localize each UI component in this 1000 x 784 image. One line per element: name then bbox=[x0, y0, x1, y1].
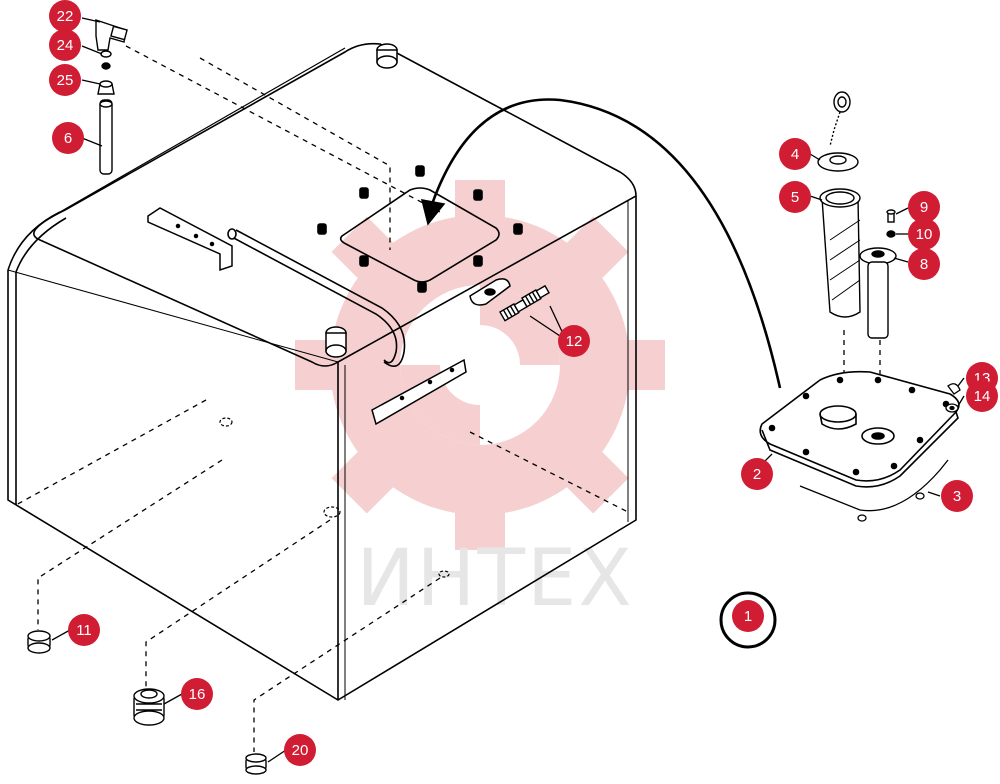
callout-badge bbox=[732, 600, 764, 632]
callout-9: 9 bbox=[908, 191, 940, 223]
bolts-13-14 bbox=[945, 383, 961, 413]
plug-11 bbox=[27, 630, 51, 654]
callout-badge bbox=[49, 0, 81, 32]
callout-label: 1 bbox=[744, 608, 752, 625]
callout-badge bbox=[908, 248, 940, 280]
plugs bbox=[27, 630, 267, 775]
callout-22: 22 bbox=[49, 0, 81, 32]
callout-14: 14 bbox=[966, 380, 998, 412]
suction-pipe bbox=[227, 228, 406, 368]
callout-11: 11 bbox=[68, 614, 100, 646]
callout-8: 8 bbox=[908, 248, 940, 280]
fittings-12 bbox=[499, 284, 550, 322]
side-flange bbox=[469, 278, 511, 306]
watermark-gear-icon bbox=[295, 180, 665, 550]
callout-badge bbox=[558, 325, 590, 357]
plug-20 bbox=[245, 753, 267, 775]
callout-badge bbox=[68, 614, 100, 646]
callout-badge bbox=[284, 734, 316, 766]
callout-badge bbox=[779, 138, 811, 170]
insert-arrow bbox=[420, 98, 782, 389]
callout-label: 22 bbox=[57, 8, 74, 25]
callout-20: 20 bbox=[284, 734, 316, 766]
watermark: ИНТЕХ bbox=[295, 180, 665, 624]
callout-badge bbox=[52, 122, 84, 154]
callout-24: 24 bbox=[49, 29, 81, 61]
callout-label: 14 bbox=[974, 388, 991, 405]
callout-12: 12 bbox=[558, 325, 590, 357]
callout-5: 5 bbox=[779, 181, 811, 213]
callout-badge bbox=[49, 64, 81, 96]
callout-label: 3 bbox=[953, 488, 961, 505]
callout-badge bbox=[908, 191, 940, 223]
filler-assembly bbox=[817, 91, 897, 339]
callout-label: 8 bbox=[920, 256, 928, 273]
callout-2: 2 bbox=[741, 458, 773, 490]
callout-badge bbox=[941, 480, 973, 512]
callout-ring-1 bbox=[719, 591, 777, 649]
leader-lines bbox=[51, 17, 965, 763]
watermark-text: ИНТЕХ bbox=[356, 534, 633, 624]
callout-25: 25 bbox=[49, 64, 81, 96]
callout-label: 6 bbox=[64, 130, 72, 147]
callout-label: 4 bbox=[791, 146, 799, 163]
callout-badge bbox=[908, 218, 940, 250]
tank-body bbox=[7, 42, 637, 701]
breather-boss bbox=[325, 43, 398, 358]
callout-badge bbox=[741, 458, 773, 490]
drain-holes bbox=[219, 417, 450, 578]
lifting-bracket bbox=[147, 207, 233, 272]
gasket-3 bbox=[799, 459, 949, 522]
callout-label: 10 bbox=[916, 226, 933, 243]
tube-6 bbox=[99, 99, 113, 175]
callout-label: 9 bbox=[920, 199, 928, 216]
callout-label: 2 bbox=[753, 466, 761, 483]
callout-label: 16 bbox=[189, 686, 206, 703]
callout-4: 4 bbox=[779, 138, 811, 170]
callout-badge bbox=[49, 29, 81, 61]
top-mounting-opening bbox=[317, 165, 523, 293]
plug-16 bbox=[133, 688, 165, 726]
parts-left-column bbox=[95, 19, 128, 175]
callout-badge bbox=[779, 181, 811, 213]
callout-3: 3 bbox=[941, 480, 973, 512]
callout-badge bbox=[181, 678, 213, 710]
side-mounting-strip bbox=[371, 358, 467, 426]
callout-label: 5 bbox=[791, 189, 799, 206]
callout-badge bbox=[966, 380, 998, 412]
callout-6: 6 bbox=[52, 122, 84, 154]
callout-16: 16 bbox=[181, 678, 213, 710]
callout-label: 20 bbox=[292, 742, 309, 759]
callout-10: 10 bbox=[908, 218, 940, 250]
callout-label: 25 bbox=[57, 72, 74, 89]
callout-label: 24 bbox=[57, 37, 74, 54]
callout-1: 1 bbox=[732, 600, 764, 632]
callout-label: 11 bbox=[76, 622, 92, 639]
cover-plate-2 bbox=[759, 370, 960, 488]
callout-label: 12 bbox=[566, 333, 583, 350]
